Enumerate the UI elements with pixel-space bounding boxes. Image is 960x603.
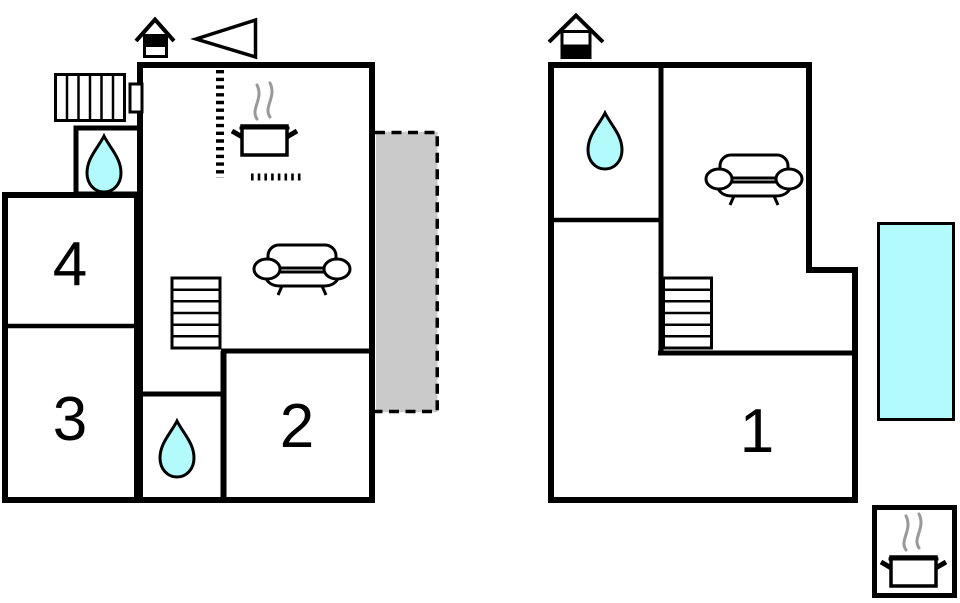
direction-triangle-icon	[190, 17, 258, 60]
room-1-label: 1	[740, 397, 774, 466]
window-icon	[128, 82, 144, 114]
first-floor-plan: 1	[547, 12, 957, 598]
chimney-icon	[134, 16, 176, 58]
pool-area	[877, 222, 955, 421]
terrace-surface	[376, 131, 438, 413]
room-2-label: 2	[280, 392, 314, 461]
bedrooms-wing-walls	[2, 192, 140, 503]
chimney-icon	[547, 12, 605, 59]
ground-floor-plan: 4 3 2	[2, 16, 439, 503]
stairs-icon	[662, 276, 713, 350]
terrace-area	[375, 130, 439, 414]
terrace-dashed-border	[375, 130, 439, 414]
stairs-icon	[170, 276, 222, 350]
room-4-label: 4	[53, 230, 87, 299]
room-3-label: 3	[53, 385, 87, 454]
sauna-box	[872, 505, 957, 598]
radiator-icon	[54, 73, 126, 122]
